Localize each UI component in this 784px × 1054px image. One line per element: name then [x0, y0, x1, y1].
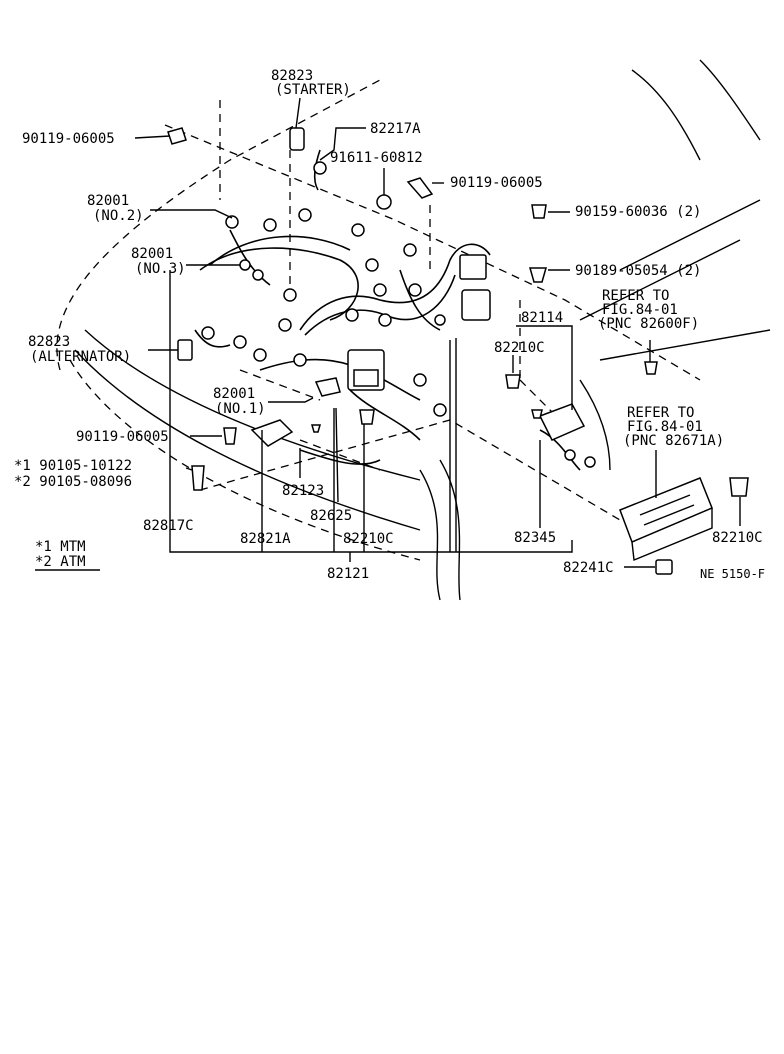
part-labels: 82823 (STARTER) 82217A 90119-06005 91611…: [14, 68, 765, 582]
clip-icon: [644, 361, 658, 375]
label-82123: 82123: [282, 483, 324, 499]
label-82817c: 82817C: [143, 518, 194, 534]
label-82625: 82625: [310, 508, 352, 524]
label-pnc-82671a: (PNC 82671A): [623, 433, 724, 449]
wiring-harness: [194, 149, 596, 471]
label-82001-no2: 82001: [87, 193, 129, 209]
label-90105-08096: *2 90105-08096: [14, 474, 132, 490]
label-fig-84-01-1: FIG.84-01: [602, 302, 678, 318]
clip-82210c-icon: [729, 477, 749, 497]
clip-82210c-icon: [505, 374, 521, 389]
label-90159-60036: 90159-60036 (2): [575, 204, 701, 220]
label-90189-05054: 90189-05054 (2): [575, 263, 701, 279]
bolt-icon: [167, 127, 187, 145]
label-refer-to-2: REFER TO: [627, 405, 694, 421]
label-82121: 82121: [327, 566, 369, 582]
label-82210c-bottom: 82210C: [343, 531, 394, 547]
label-82823-alternator: 82823: [28, 334, 70, 350]
clamp-91611-icon: [376, 194, 392, 210]
legend-atm: *2 ATM: [35, 554, 86, 570]
starter-connector-icon: [289, 127, 305, 151]
connector-82821a-icon: [250, 419, 294, 447]
label-82823-starter: 82823: [271, 68, 313, 84]
relay-icon: [461, 289, 491, 321]
label-90119-06005-right: 90119-06005: [450, 175, 543, 191]
label-alternator: (ALTERNATOR): [30, 349, 131, 365]
label-refer-to-1: REFER TO: [602, 288, 669, 304]
label-fig-84-01-2: FIG.84-01: [627, 419, 703, 435]
bolt-icon: [223, 427, 237, 445]
legend-mtm: *1 MTM: [35, 539, 86, 555]
fuse-82241c-icon: [655, 559, 673, 575]
leader-lines: [35, 97, 741, 571]
bolt-icon: [191, 465, 205, 491]
label-no1: (NO.1): [215, 401, 266, 417]
label-82821a: 82821A: [240, 531, 291, 547]
label-91611-60812: 91611-60812: [330, 150, 423, 166]
alternator-connector-icon: [177, 339, 193, 361]
label-90119-06005-top: 90119-06005: [22, 131, 115, 147]
label-82210c-right: 82210C: [712, 530, 763, 546]
label-90119-06005-left: 90119-06005: [76, 429, 169, 445]
label-82217a: 82217A: [370, 121, 421, 137]
switch-panel-icon: [538, 403, 586, 441]
clip-82210c-icon: [359, 409, 375, 425]
label-no3: (NO.3): [135, 261, 186, 277]
label-82241c: 82241C: [563, 560, 614, 576]
bracket-icon: [314, 377, 341, 397]
label-starter: (STARTER): [275, 82, 351, 98]
bolt-icon: [531, 204, 547, 219]
label-82345: 82345: [514, 530, 556, 546]
label-82001-no1: 82001: [213, 386, 255, 402]
label-82210c-center: 82210C: [494, 340, 545, 356]
label-82114: 82114: [521, 310, 563, 326]
bolt-icon: [406, 177, 434, 199]
label-ref-code: NE 5150-F: [700, 567, 765, 581]
clip-icon: [529, 267, 547, 283]
label-82001-no3: 82001: [131, 246, 173, 262]
label-no2: (NO.2): [93, 208, 144, 224]
relay-box-icon: [619, 477, 713, 543]
label-90105-10122: *1 90105-10122: [14, 458, 132, 474]
label-pnc-82600f: (PNC 82600F): [598, 316, 699, 332]
